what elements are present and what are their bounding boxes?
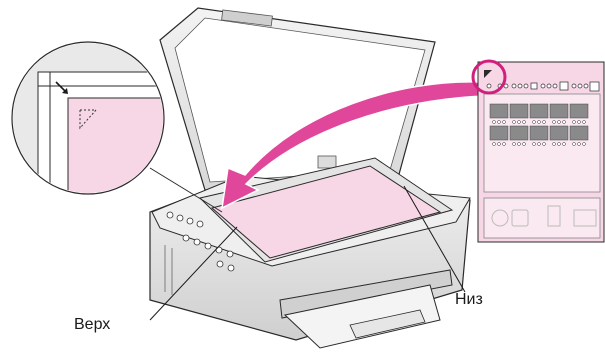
label-top: Верх xyxy=(74,316,110,334)
label-bottom: Низ xyxy=(455,291,483,309)
index-sheet xyxy=(478,62,604,242)
